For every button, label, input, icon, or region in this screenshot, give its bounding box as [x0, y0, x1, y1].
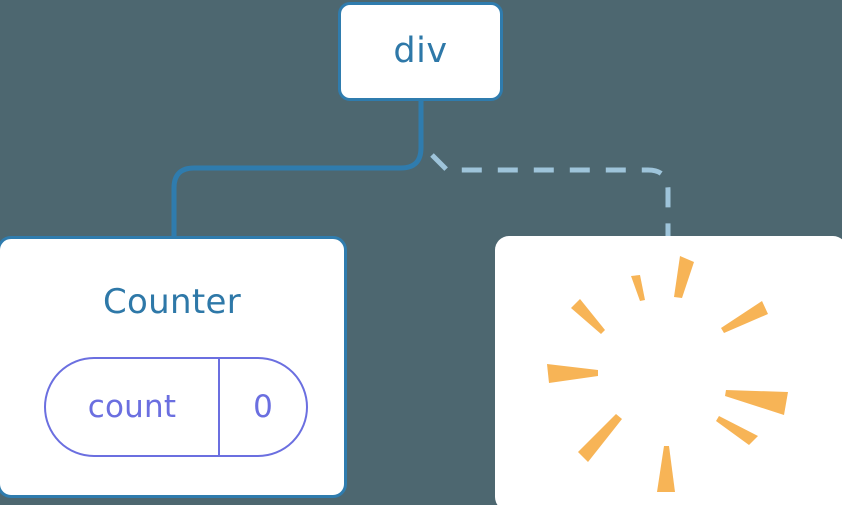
- edge-root-to-counter: [171, 98, 424, 240]
- edge-root-to-sparkle: [430, 153, 671, 237]
- node-div-label: div: [393, 31, 448, 71]
- state-value-label: 0: [253, 388, 273, 425]
- node-counter[interactable]: Counter count 0: [0, 236, 347, 498]
- sparkle-burst-icon: [530, 250, 810, 500]
- node-div[interactable]: div: [338, 2, 503, 101]
- node-sparkle[interactable]: [495, 236, 842, 505]
- node-counter-label: Counter: [103, 282, 241, 322]
- state-pill-count[interactable]: count 0: [44, 357, 308, 457]
- state-key-label: count: [46, 359, 220, 455]
